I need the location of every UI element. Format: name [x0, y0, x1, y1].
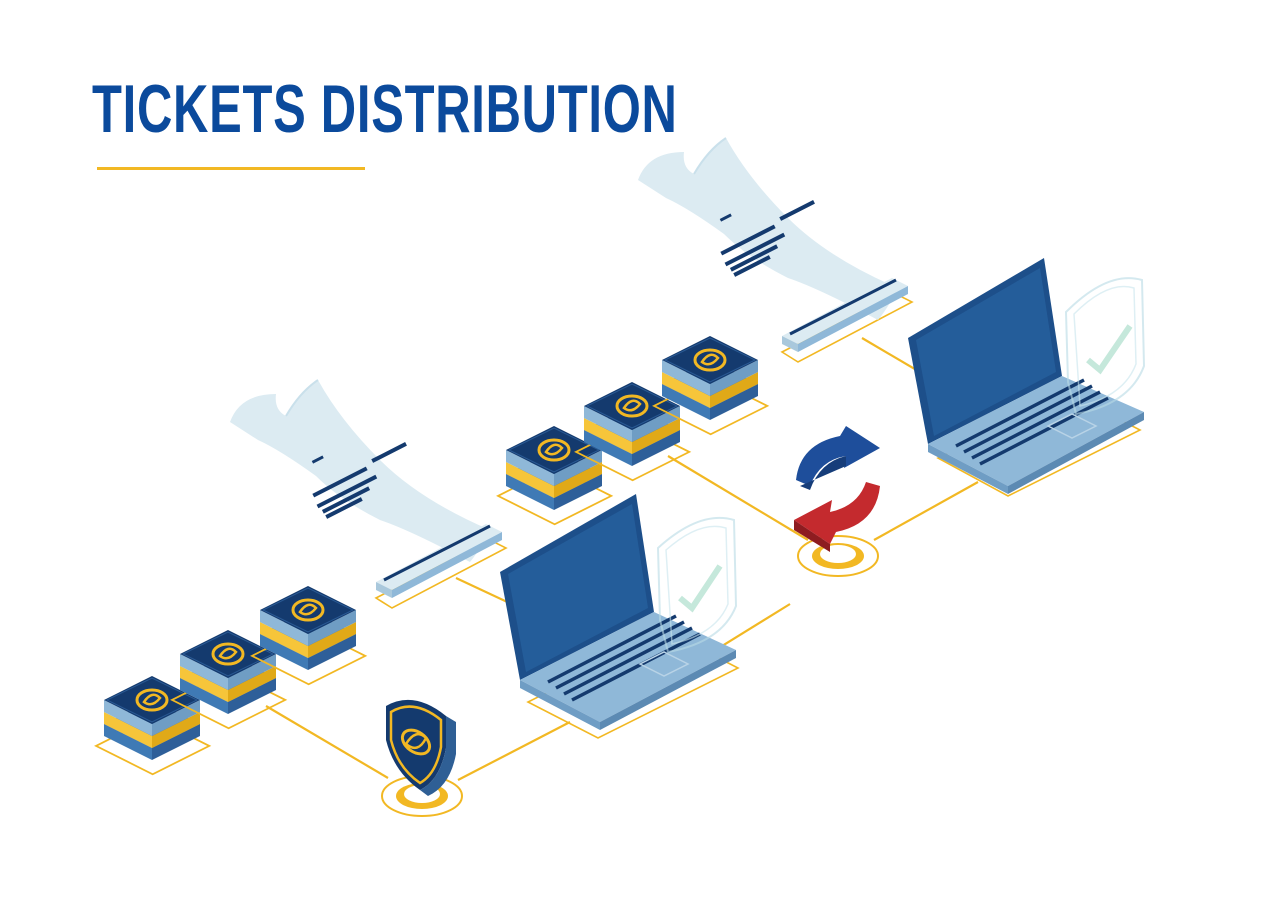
shield-check-icon [1064, 277, 1146, 416]
laptop-left [500, 494, 738, 730]
receipt-icon [719, 200, 815, 277]
sync-node [794, 426, 880, 577]
page-title: TICKETS DISTRIBUTION [92, 71, 678, 147]
shield-check-icon [656, 516, 738, 654]
shield-node [381, 699, 463, 817]
receipt-printer-right [638, 137, 898, 320]
laptop-icon [908, 258, 1144, 494]
shield-logo-pin-icon [386, 699, 456, 796]
receipt-printer-left [230, 379, 490, 562]
laptop-icon [500, 494, 736, 730]
printer-base-left [376, 524, 502, 598]
printer-base-right [782, 278, 908, 352]
receipt-icon [311, 442, 407, 519]
title-underline [97, 167, 365, 170]
sync-arrows-icon [794, 426, 880, 552]
laptop-right [908, 258, 1146, 494]
